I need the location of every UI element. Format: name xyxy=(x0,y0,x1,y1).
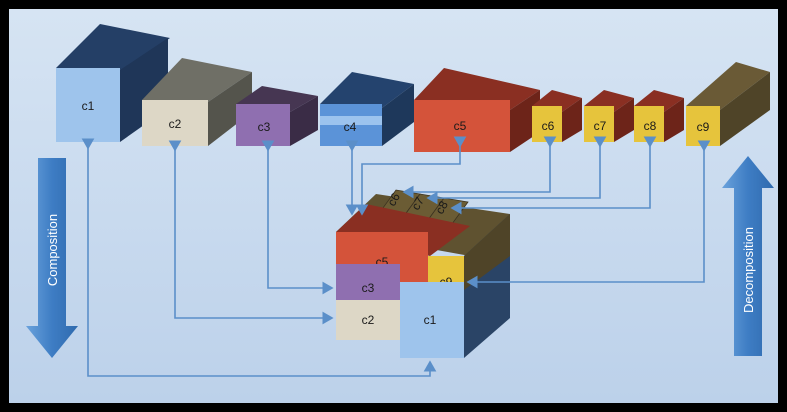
connector-c1 xyxy=(81,138,437,377)
composition-label: Composition xyxy=(45,214,60,286)
connector-c3 xyxy=(261,140,334,295)
cube-c1-label: c1 xyxy=(82,99,95,113)
cube-c7: c7 xyxy=(584,90,634,142)
cube-c8: c8 xyxy=(634,90,684,142)
cube-c2: c2 xyxy=(142,58,252,146)
composition-arrow: Composition xyxy=(26,158,78,358)
cube-c7-label: c7 xyxy=(594,119,607,133)
cube-c4-label: c4 xyxy=(344,120,357,134)
composite-c2-label: c2 xyxy=(362,313,375,327)
connector-c9 xyxy=(466,140,711,289)
cube-c8-label: c8 xyxy=(644,119,657,133)
cube-c9: c9 xyxy=(686,62,770,146)
connectors xyxy=(81,136,711,377)
composite-c1-label: c1 xyxy=(424,313,437,327)
cube-c6: c6 xyxy=(532,90,582,142)
cube-c2-label: c2 xyxy=(169,117,182,131)
composite-cube: c6 c7 c8 c5 c9 c3 c2 c1 xyxy=(336,189,510,358)
cube-c6-label: c6 xyxy=(542,119,555,133)
cube-c9-label: c9 xyxy=(697,120,710,134)
cube-c3-label: c3 xyxy=(258,120,271,134)
cube-c5-label: c5 xyxy=(454,119,467,133)
composite-c3-label: c3 xyxy=(362,281,375,295)
connector-c2 xyxy=(168,140,334,325)
decomposition-label: Decomposition xyxy=(741,227,756,313)
decomposition-arrow: Decomposition xyxy=(722,156,774,356)
